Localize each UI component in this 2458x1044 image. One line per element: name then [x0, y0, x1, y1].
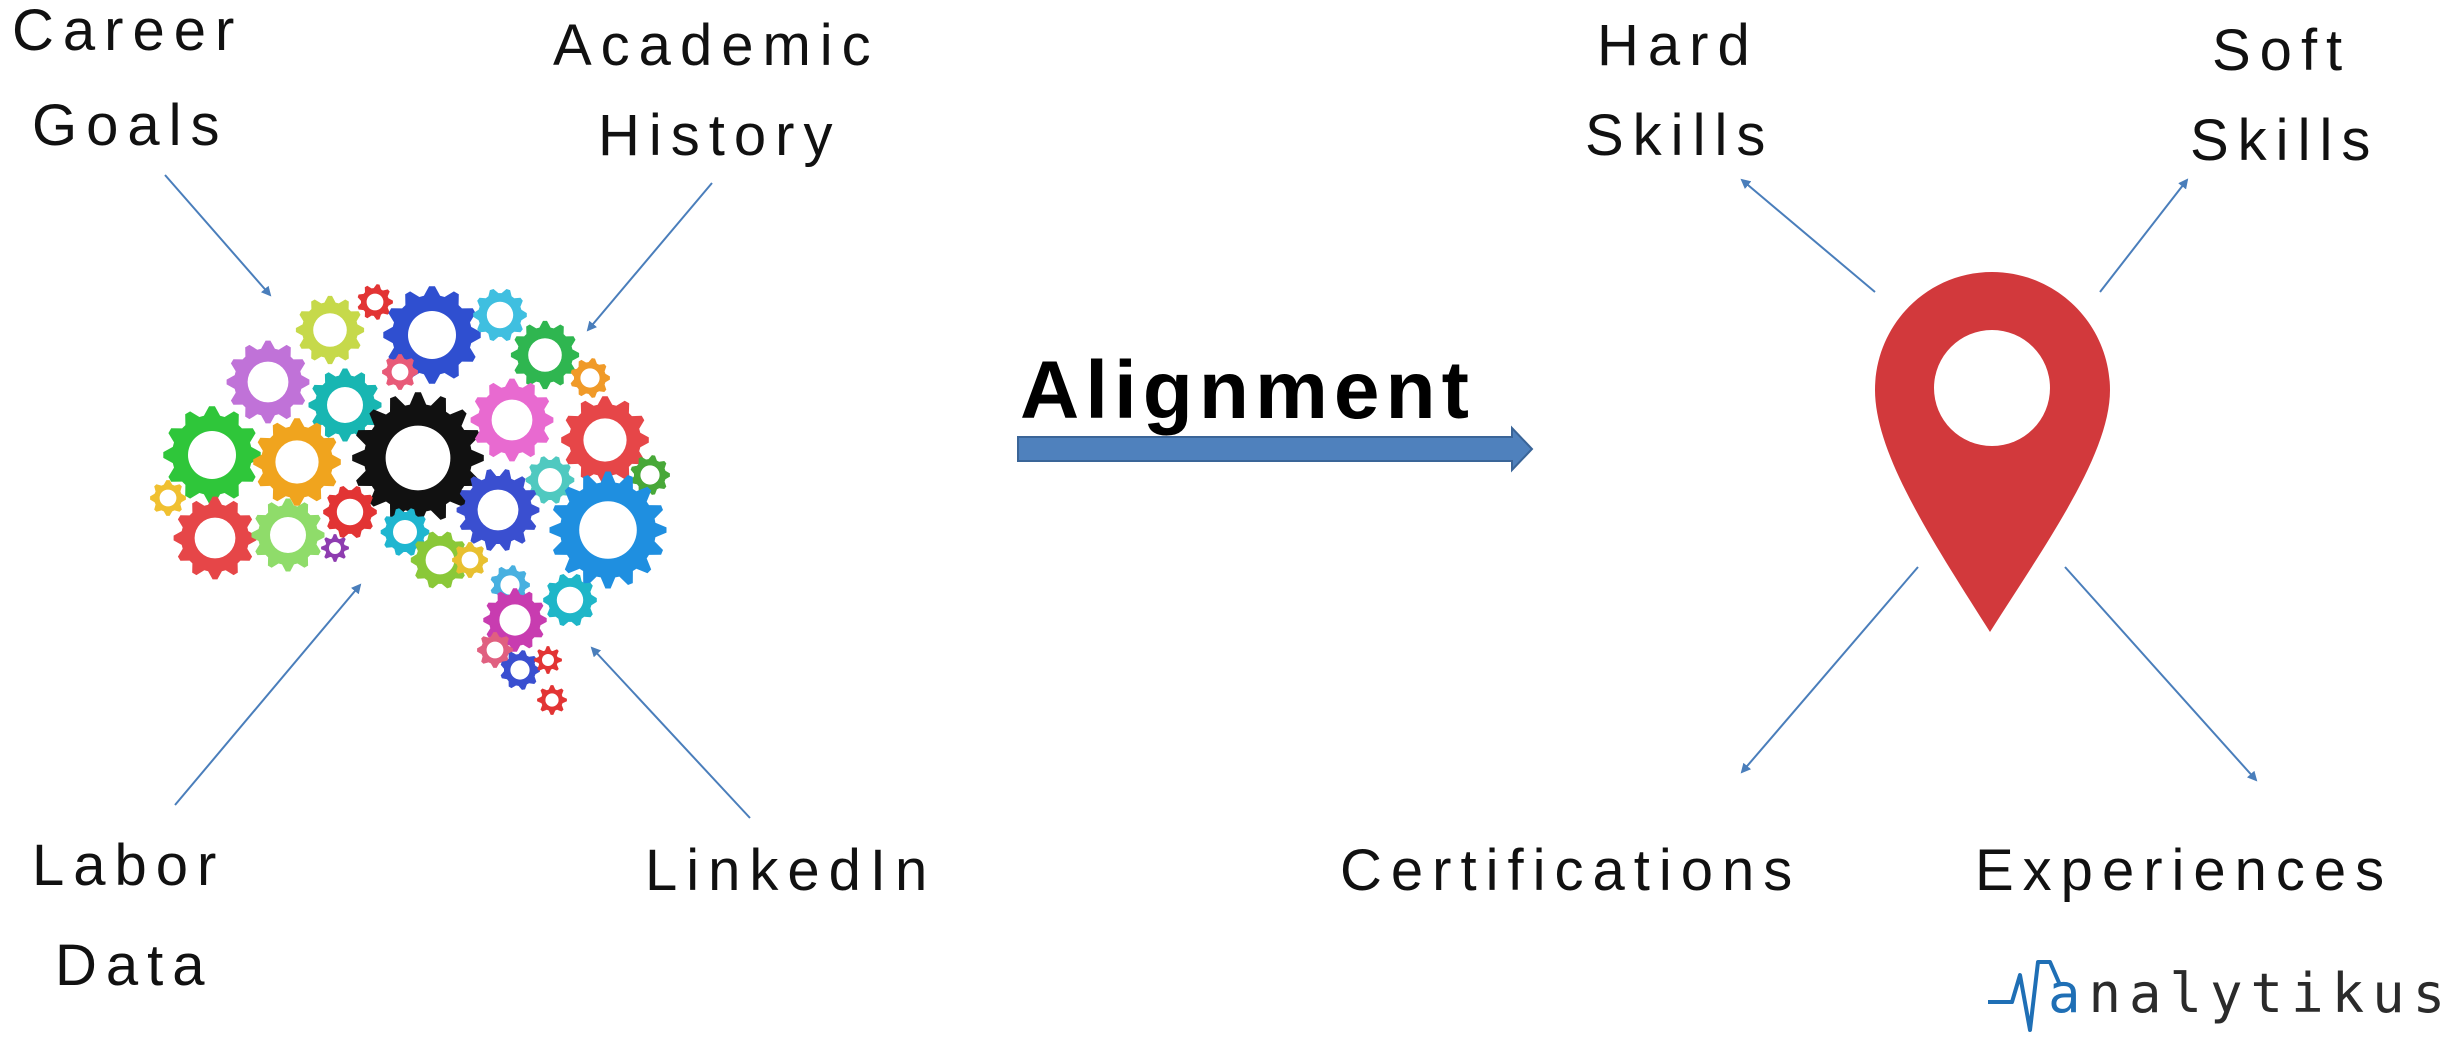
arrow-career-goals [164, 174, 272, 297]
label-experiences: Experiences [1975, 838, 2393, 903]
alignment-title: Alignment [1020, 345, 1475, 436]
label-certifications: Certifications [1340, 838, 1801, 903]
gear-brain-icon [150, 284, 670, 715]
gear-hole [528, 338, 562, 372]
pulse-icon [1988, 960, 2062, 1032]
gear-hole [556, 586, 584, 614]
label-soft-skills: Soft Skills [2190, 18, 2379, 173]
gear-hole [194, 517, 236, 559]
gear-hole [461, 551, 479, 569]
gear-hole [640, 465, 660, 485]
gear-hole [425, 545, 455, 575]
gear-hole [159, 489, 177, 507]
gear-hole [275, 440, 319, 484]
gear-hole [583, 418, 627, 462]
gear-hole [247, 361, 289, 403]
map-pin-icon [1875, 272, 2110, 632]
gear-hole [486, 301, 514, 329]
gear-hole [313, 313, 347, 347]
gear-hole [486, 641, 504, 659]
gear-hole [188, 431, 236, 479]
gear-hole [270, 517, 306, 553]
label-hard-skills: Hard Skills [1585, 13, 1784, 168]
label-labor-data: Labor Data [32, 833, 250, 998]
arrow-experiences [2064, 566, 2258, 782]
gear-hole [542, 654, 554, 666]
gear-hole [499, 604, 531, 636]
gear-hole [408, 311, 456, 359]
gear-hole [510, 660, 530, 680]
arrow-academic-history [586, 182, 713, 332]
gear-hole [580, 368, 600, 388]
gear-hole [366, 293, 384, 311]
arrow-hard-skills [1740, 178, 1876, 293]
gear-hole [579, 501, 637, 559]
logo-wordmark: analytikus [2048, 962, 2453, 1025]
arrow-labor-data [174, 583, 362, 806]
gear-hole [393, 520, 417, 544]
gear-hole [491, 399, 533, 441]
gear-hole [336, 498, 364, 526]
gear-hole [391, 363, 409, 381]
gear-hole [327, 387, 363, 423]
label-career-goals: Career Goals [12, 0, 268, 158]
gear-hole [538, 468, 562, 492]
alignment-arrow [1017, 425, 1534, 473]
arrow-linkedin [590, 646, 751, 819]
gear-hole [385, 425, 451, 491]
arrow-certifications [1740, 566, 1919, 774]
label-academic-history: Academic History [553, 13, 905, 168]
analytikus-logo: analytikus [1988, 960, 2453, 1032]
arrow-soft-skills [2099, 178, 2189, 293]
gear-hole [545, 693, 559, 707]
label-linkedin: LinkedIn [645, 838, 936, 903]
gear-hole [477, 489, 519, 531]
gear-hole [329, 542, 341, 554]
